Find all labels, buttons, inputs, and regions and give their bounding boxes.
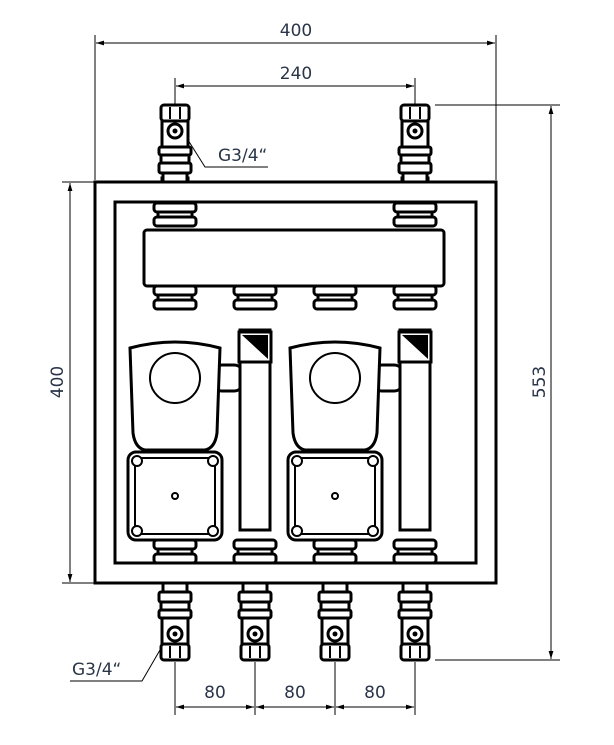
return-pipe-right <box>397 328 433 532</box>
coupling <box>392 538 438 565</box>
coupling <box>152 538 198 565</box>
coupling <box>312 538 358 565</box>
valve-top-right <box>397 103 433 184</box>
coupling <box>152 201 198 228</box>
coupling <box>232 284 278 311</box>
dim-box-height: 400 <box>48 366 68 398</box>
pump-right <box>286 340 384 542</box>
pump-left <box>126 340 224 542</box>
dim-overall-width: 400 <box>280 21 312 41</box>
coupling <box>152 284 198 311</box>
coupling <box>392 201 438 228</box>
return-pipe-left <box>237 328 273 532</box>
coupling <box>312 284 358 311</box>
thread-label-bottom: G3/4“ <box>72 660 121 680</box>
coupling <box>232 538 278 565</box>
dim-overall-height: 553 <box>530 366 550 398</box>
dim-spacing-1: 80 <box>204 683 226 703</box>
dimension-lines <box>62 35 560 715</box>
manifold-bar <box>142 228 446 288</box>
dim-spacing-2: 80 <box>284 683 306 703</box>
valve-top-left <box>157 103 193 184</box>
dim-spacing-3: 80 <box>364 683 386 703</box>
dim-valve-spacing: 240 <box>280 64 312 84</box>
thread-label-top: G3/4“ <box>218 146 267 166</box>
bottom-valves <box>157 581 433 662</box>
coupling <box>392 284 438 311</box>
